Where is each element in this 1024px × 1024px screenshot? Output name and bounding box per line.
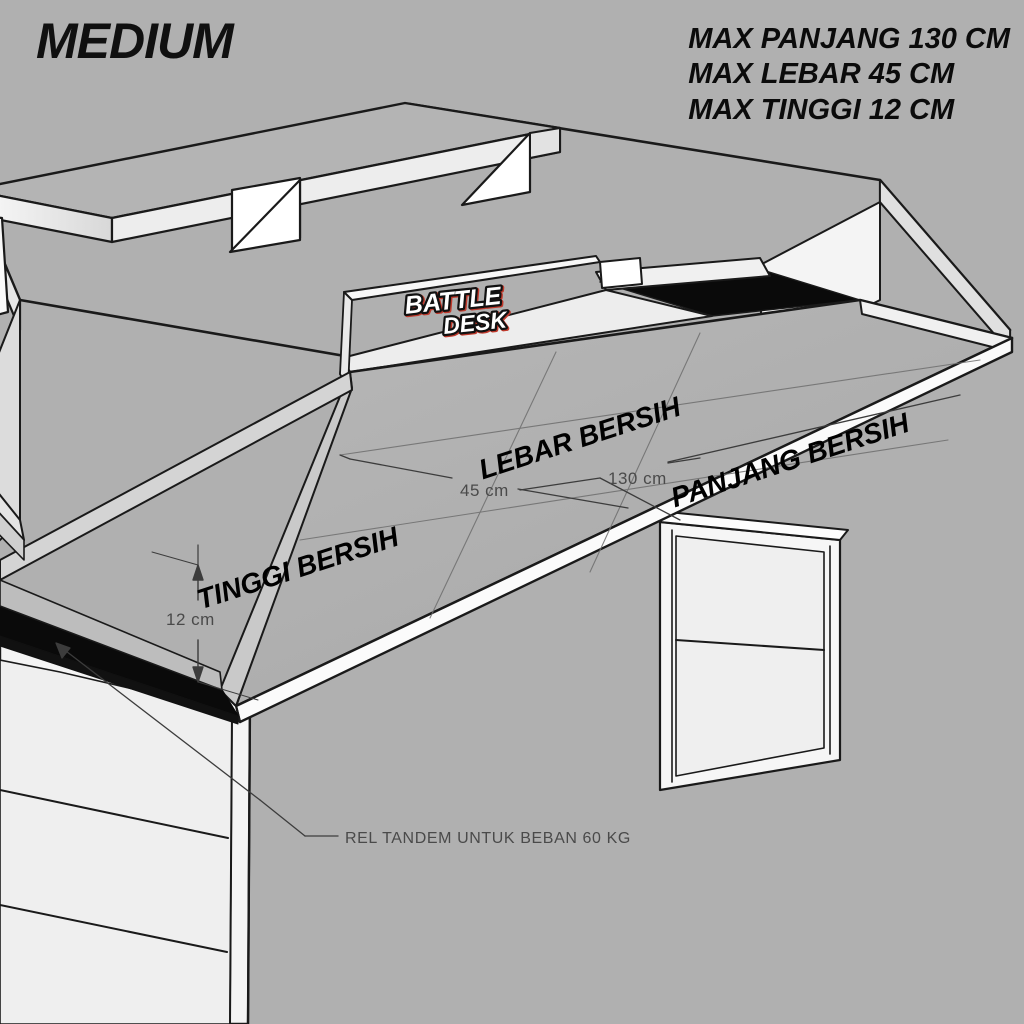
spec-list: MAX PANJANG 130 CM MAX LEBAR 45 CM MAX T… bbox=[688, 22, 1010, 128]
battledesk-logo: BATTLE BATTLE BATTLE DESK DESK DESK bbox=[399, 278, 525, 350]
right-leg-panel bbox=[658, 511, 849, 792]
spec-max-tinggi: MAX TINGGI 12 CM bbox=[688, 93, 955, 126]
value-panjang: 130 cm bbox=[608, 469, 667, 488]
desk-left-edge-band bbox=[0, 493, 25, 561]
monitor-riser-shelf bbox=[0, 101, 562, 316]
page-title: MEDIUM bbox=[36, 13, 234, 69]
height-dimension-arrow bbox=[151, 551, 259, 701]
value-tinggi: 12 cm bbox=[166, 610, 215, 629]
left-cabinet-panel bbox=[0, 638, 252, 1024]
callout-rel-tandem: REL TANDEM UNTUK BEBAN 60 KG bbox=[345, 830, 631, 847]
dimension-leaders bbox=[339, 394, 961, 521]
spec-max-panjang: MAX PANJANG 130 CM bbox=[688, 23, 1010, 55]
tray-back-rail-assembly bbox=[339, 255, 861, 389]
spec-max-lebar: MAX LEBAR 45 CM bbox=[688, 58, 955, 91]
tray-left-return bbox=[0, 371, 353, 691]
pullout-keyboard-tray bbox=[218, 298, 1014, 724]
rail-callout-leader bbox=[55, 642, 339, 837]
value-lebar: 45 cm bbox=[460, 481, 509, 500]
